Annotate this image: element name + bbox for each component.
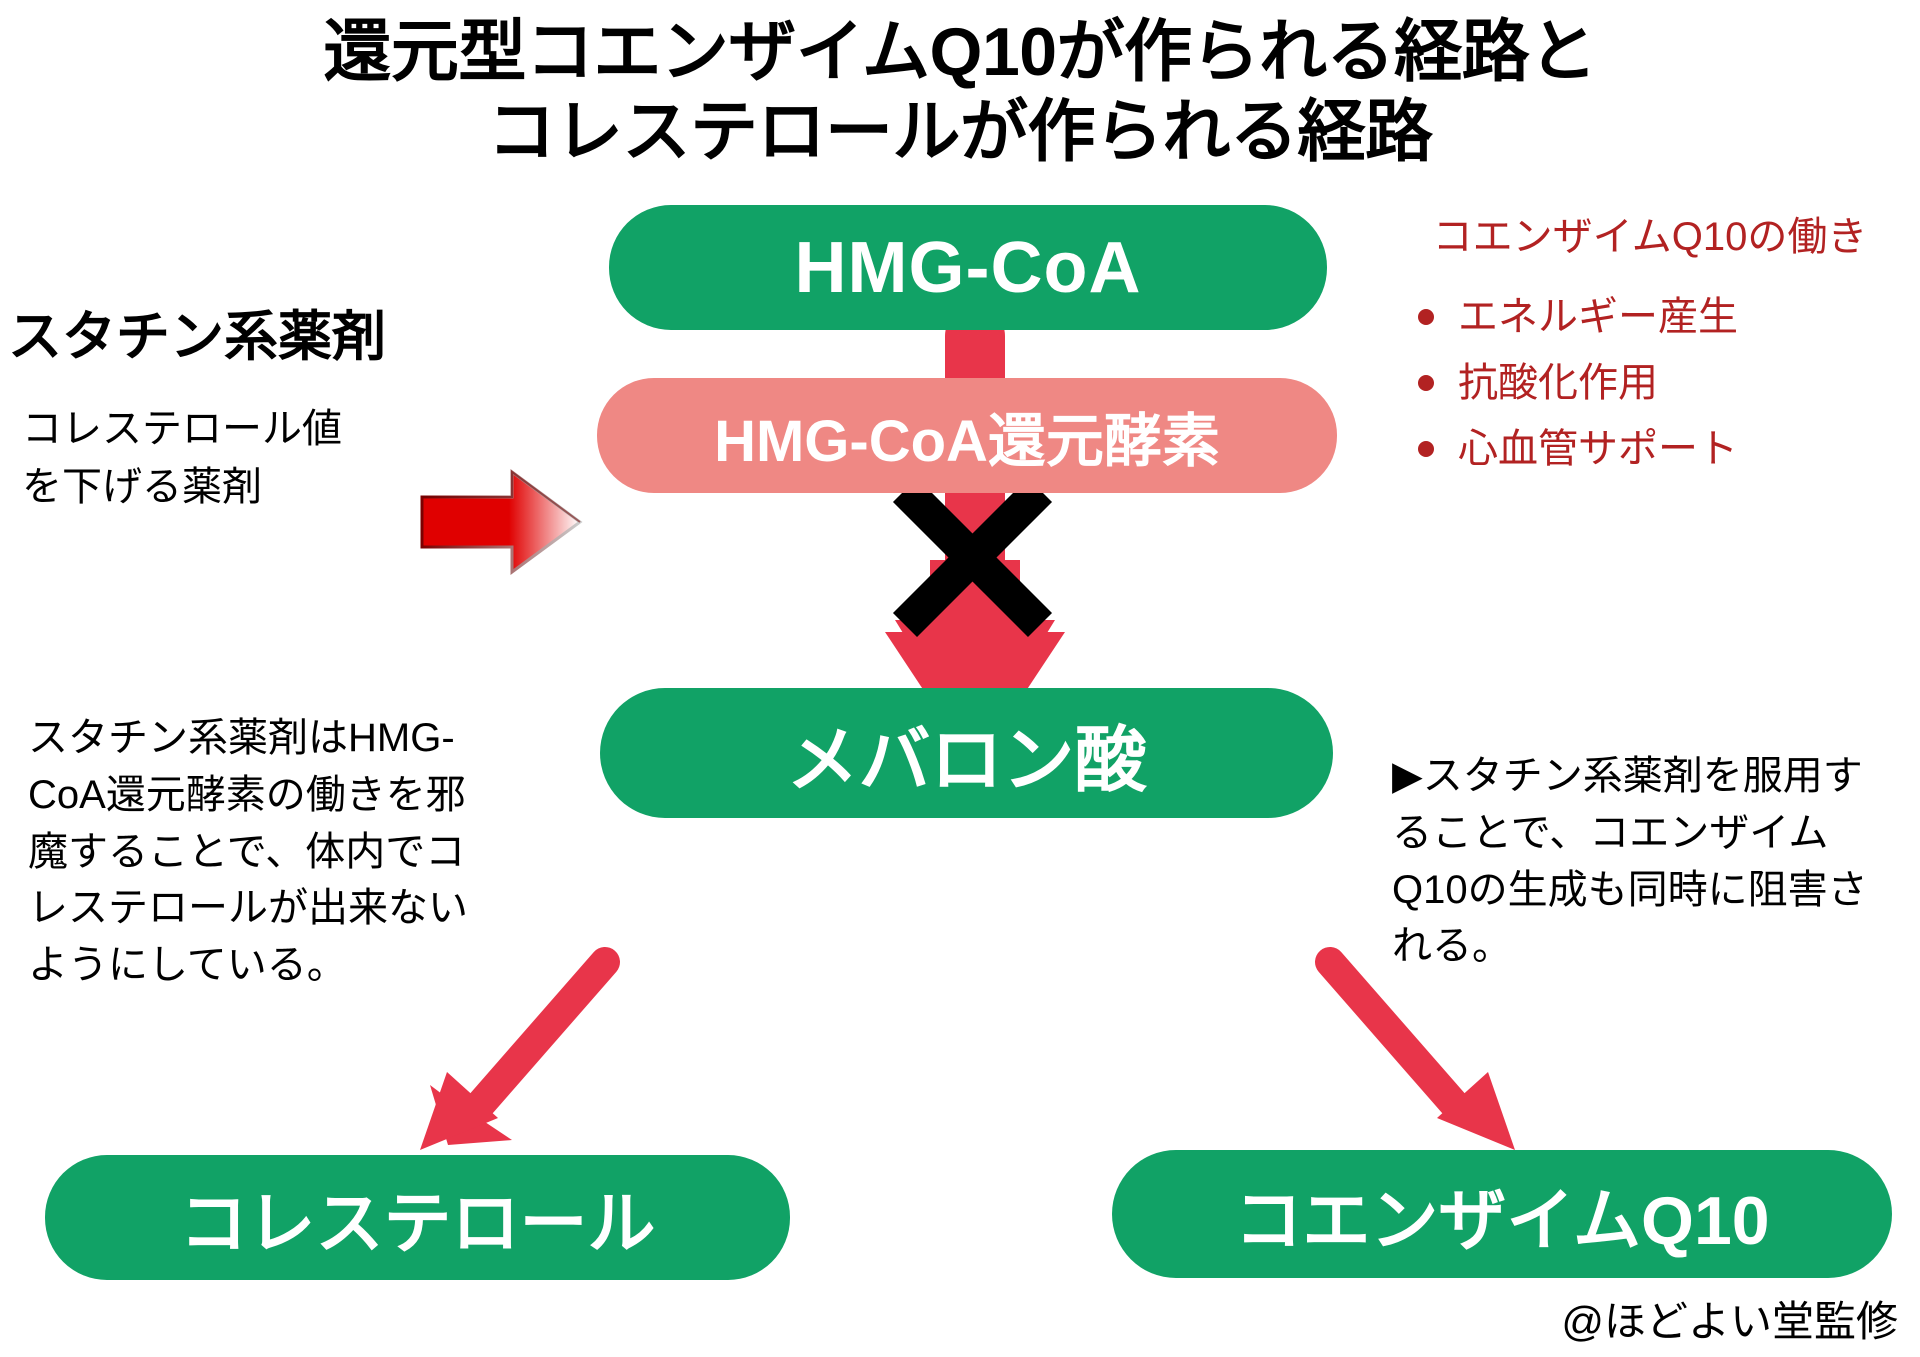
title-line-1: 還元型コエンザイムQ10が作られる経路と	[323, 14, 1597, 90]
node-cholesterol[interactable]: コレステロール	[45, 1155, 790, 1280]
statin-explanation-paragraph: スタチン系薬剤はHMG-CoA還元酵素の働きを邪魔することで、体内でコレステロー…	[28, 716, 468, 988]
diagonal-arrow-right-icon	[1315, 947, 1515, 1150]
node-coenzyme-q10-label: コエンザイムQ10	[1234, 1182, 1770, 1259]
node-hmg-coa-reductase-label: HMG-CoA還元酵素	[714, 408, 1220, 474]
x-cross-icon	[892, 477, 1053, 638]
node-hmg-coa-reductase[interactable]: HMG-CoA還元酵素	[597, 378, 1337, 493]
list-item: 心血管サポート	[1400, 420, 1900, 478]
coq10-function-label: エネルギー産生	[1458, 295, 1738, 339]
bullet-dot-icon	[1418, 309, 1434, 325]
node-mevalonate[interactable]: メバロン酸	[600, 688, 1333, 818]
bullet-dot-icon	[1418, 375, 1434, 391]
statin-subtext: コレステロール値を下げる薬剤	[22, 407, 342, 509]
coq10-function-label: 心血管サポート	[1458, 427, 1738, 471]
node-coenzyme-q10[interactable]: コエンザイムQ10	[1112, 1150, 1892, 1278]
coq10-functions-list: エネルギー産生 抗酸化作用 心血管サポート	[1400, 288, 1900, 478]
coq10-inhibition-paragraph: ▶スタチン系薬剤を服用することで、コエンザイムQ10の生成も同時に阻害される。	[1392, 754, 1868, 969]
watermark-credit: @ほどよい堂監修	[1561, 1298, 1898, 1345]
coq10-functions-title: コエンザイムQ10の働き	[1432, 215, 1868, 259]
list-item: 抗酸化作用	[1400, 354, 1900, 412]
coq10-functions-panel: コエンザイムQ10の働き エネルギー産生 抗酸化作用 心血管サポート	[1400, 210, 1900, 486]
right-arrow-icon	[420, 469, 583, 575]
title-line-2: コレステロールが作られる経路	[487, 94, 1433, 171]
bullet-dot-icon	[1418, 441, 1434, 457]
node-cholesterol-label: コレステロール	[179, 1186, 656, 1262]
list-item: エネルギー産生	[1400, 288, 1900, 346]
page-title: 還元型コエンザイムQ10が作られる経路と コレステロールが作られる経路	[0, 12, 1920, 172]
node-mevalonate-label: メバロン酸	[786, 720, 1147, 801]
node-hmg-coa[interactable]: HMG-CoA	[609, 205, 1327, 330]
statin-heading: スタチン系薬剤	[8, 307, 386, 367]
coq10-function-label: 抗酸化作用	[1458, 361, 1658, 405]
node-hmg-coa-label: HMG-CoA	[794, 227, 1142, 308]
